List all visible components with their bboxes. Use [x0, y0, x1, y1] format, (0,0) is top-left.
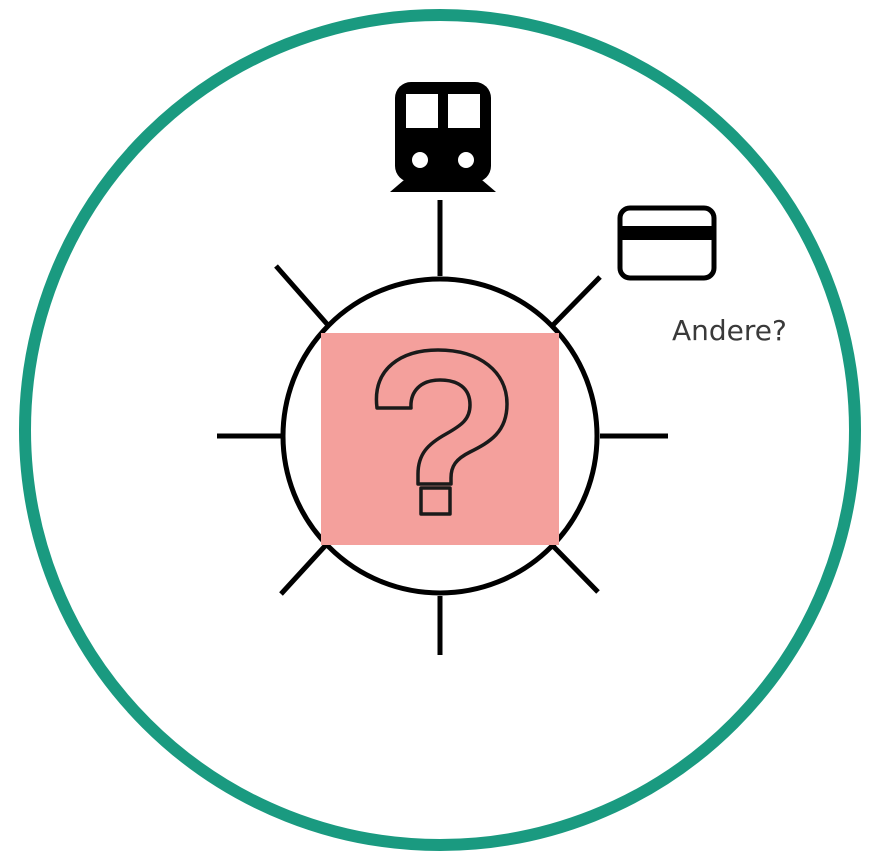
outer-ring — [19, 9, 861, 851]
train-icon — [390, 82, 496, 192]
spoke-carsharing — [274, 264, 329, 326]
credit-card-icon — [617, 205, 717, 281]
spoke-bus — [279, 544, 327, 596]
spokes — [217, 200, 668, 655]
question-mark-icon — [374, 348, 509, 516]
center-question — [321, 333, 559, 545]
andere-label: Andere? — [672, 314, 787, 347]
spoke-bike — [551, 544, 600, 594]
spoke-card — [551, 275, 602, 327]
